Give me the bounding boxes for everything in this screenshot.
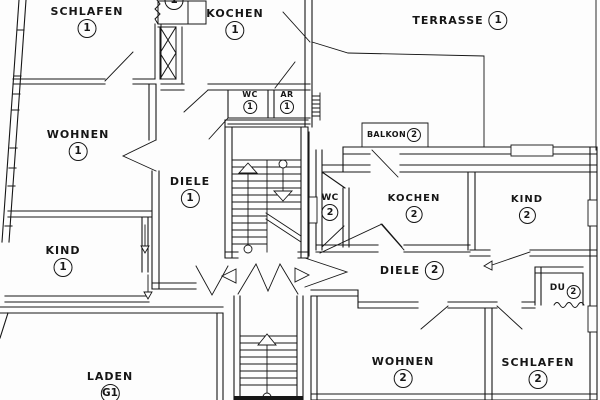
unit-badge: 1	[243, 100, 257, 114]
unit-badge: 1	[280, 100, 294, 114]
unit-badge: G1	[100, 384, 120, 400]
stair-base-fill	[234, 396, 303, 400]
unit-badge: 1	[77, 19, 97, 38]
unit-badge: 2	[425, 261, 445, 280]
room-name: WOHNEN	[371, 355, 435, 368]
room-name: DIELE	[169, 175, 211, 188]
room-name: DU	[549, 282, 566, 293]
room-label-kind-2: KIND 2	[511, 195, 543, 224]
unit-badge: 2	[528, 370, 548, 389]
room-name: SCHLAFEN	[501, 356, 575, 369]
room-name: WC	[242, 90, 258, 99]
room-name: WC	[321, 193, 339, 203]
room-name: KOCHEN	[387, 193, 441, 204]
room-label-diele-1: DIELE 1	[170, 176, 210, 208]
room-label-laden: LADEN G1	[87, 371, 133, 400]
room-name: BALKON	[366, 130, 407, 139]
room-label-du-2: DU 2	[550, 277, 581, 299]
room-label-kochen-2: KOCHEN 2	[388, 194, 441, 223]
room-label-balkon-2: BALKON 2	[366, 128, 422, 142]
doors-and-terrace	[104, 11, 585, 330]
room-name: LADEN	[86, 370, 134, 383]
unit-badge: 1	[180, 189, 200, 208]
room-label-wc-1: WC 1	[242, 91, 258, 114]
room-label-wohnen-1: WOHNEN 1	[47, 129, 110, 161]
door-arrows	[140, 245, 493, 300]
unit-badge: 1	[68, 142, 88, 161]
unit-badge: 2	[407, 128, 422, 142]
room-label-ar-1: AR 1	[280, 91, 294, 114]
room-label-cropped-top: 1	[164, 0, 184, 10]
unit-badge: 1	[225, 21, 245, 40]
room-name: KIND	[510, 194, 544, 205]
room-name: KIND	[45, 244, 81, 257]
room-label-schlafen-1: SCHLAFEN 1	[51, 6, 124, 38]
unit-badge: 2	[393, 369, 413, 388]
room-name: SCHLAFEN	[50, 5, 124, 18]
stairs	[231, 159, 302, 400]
room-label-wohnen-2: WOHNEN 2	[372, 356, 435, 388]
windows	[308, 144, 598, 333]
room-label-kochen-1: KOCHEN 1	[206, 8, 263, 40]
stair-down-arrow	[272, 190, 294, 202]
room-name: TERRASSE	[412, 14, 484, 27]
unit-badge: 1	[164, 0, 184, 10]
room-label-diele-2: DIELE 2	[379, 261, 445, 280]
room-label-kind-1: KIND 1	[46, 245, 81, 277]
room-name: WOHNEN	[46, 128, 110, 141]
room-label-schlafen-2: SCHLAFEN 2	[502, 357, 575, 389]
room-name: KOCHEN	[206, 7, 264, 20]
stair-up-arrow	[237, 162, 259, 174]
room-name: AR	[280, 90, 294, 99]
unit-badge: 2	[405, 206, 423, 223]
room-label-wc-2: WC 2	[321, 193, 339, 221]
unit-badge: 1	[53, 258, 73, 277]
stair-lower-up-arrow	[257, 333, 277, 346]
unit-badge: 2	[518, 207, 536, 224]
shaft-and-chimney	[154, 0, 207, 85]
unit-badge: 1	[488, 11, 508, 30]
unit-badge: 2	[321, 204, 339, 221]
room-name: DIELE	[379, 264, 421, 277]
exterior-walls	[0, 0, 597, 339]
unit-badge: 2	[566, 285, 581, 299]
room-label-terrasse-1: TERRASSE 1	[412, 11, 508, 30]
